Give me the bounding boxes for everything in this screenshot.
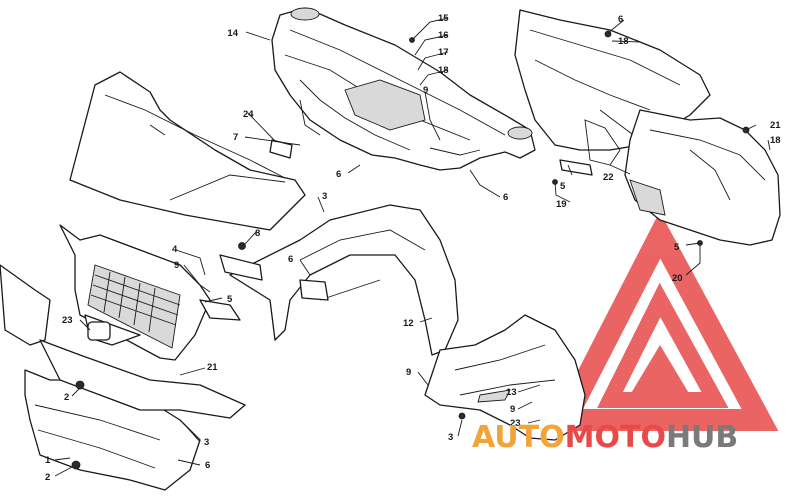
callout-2-lower: 2 bbox=[45, 472, 50, 483]
callout-11: 13 bbox=[506, 387, 517, 398]
callout-8: 8 bbox=[255, 228, 260, 239]
callout-10: 12 bbox=[403, 318, 414, 329]
callout-3-right: 3 bbox=[448, 432, 453, 443]
callout-labels: 14 15 16 17 18 9 6 18 21 18 5 19 22 5 20… bbox=[45, 13, 781, 483]
callout-9-grille: 9 bbox=[174, 260, 179, 271]
callout-2-upper: 2 bbox=[64, 392, 69, 403]
callout-15: 17 bbox=[438, 47, 449, 58]
callout-22: 22 bbox=[603, 172, 614, 183]
part-bumper-corner-right bbox=[424, 314, 586, 441]
callout-18-low: 20 bbox=[672, 273, 683, 284]
part-side-panel-left bbox=[229, 204, 459, 356]
callout-18-mid: 19 bbox=[556, 199, 567, 210]
emblem-20 bbox=[87, 321, 111, 341]
part-bumper-lower bbox=[0, 264, 246, 491]
callout-19: 21 bbox=[770, 120, 781, 131]
callout-12: 14 bbox=[227, 28, 238, 39]
watermark-moto: MOTO bbox=[565, 420, 666, 455]
callout-6-mid-a: 6 bbox=[336, 169, 341, 180]
leader-lines bbox=[54, 17, 771, 477]
part-front-fascia-upper bbox=[271, 7, 536, 171]
part-brackets bbox=[199, 139, 593, 321]
callout-5-right: 5 bbox=[674, 242, 680, 253]
part-hood bbox=[69, 71, 306, 231]
callout-3-lower: 3 bbox=[204, 437, 209, 448]
callout-5-left: 5 bbox=[227, 294, 233, 305]
callout-13: 15 bbox=[438, 13, 449, 24]
watermark-logo bbox=[546, 211, 779, 431]
callout-6-left: 6 bbox=[288, 254, 293, 265]
part-fender-right bbox=[584, 109, 781, 246]
callout-3-top: 3 bbox=[322, 191, 327, 202]
watermark-auto: AUTO bbox=[472, 420, 565, 455]
callout-6-mid-b: 6 bbox=[503, 192, 508, 203]
svg-text:AUTOMOTOHUB: AUTOMOTOHUB bbox=[472, 420, 738, 455]
logo-center-triangle bbox=[630, 345, 690, 395]
callout-21-visible: 21 bbox=[207, 362, 218, 373]
callout-7: 7 bbox=[233, 132, 238, 143]
callout-1: 1 bbox=[45, 455, 51, 466]
callout-23-visible: 23 bbox=[510, 418, 521, 429]
callout-6-top-right: 6 bbox=[618, 14, 623, 25]
watermark-hub: HUB bbox=[666, 420, 738, 455]
callout-18-right: 18 bbox=[770, 135, 781, 146]
callout-24: 24 bbox=[243, 109, 254, 120]
callout-5-mid: 5 bbox=[560, 181, 566, 192]
callout-9-top: 9 bbox=[423, 85, 428, 96]
callout-6-lower: 6 bbox=[205, 460, 210, 471]
callout-16: 18 bbox=[438, 65, 449, 76]
callout-14: 16 bbox=[438, 30, 449, 41]
part-grille bbox=[59, 224, 211, 361]
callout-17: 18 bbox=[618, 36, 629, 47]
callout-4: 4 bbox=[172, 244, 178, 255]
callout-9-lower: 9 bbox=[406, 367, 411, 378]
callout-20: 23 bbox=[62, 315, 73, 326]
logo-inner-triangle bbox=[597, 282, 729, 408]
callout-9-right: 9 bbox=[510, 404, 515, 415]
watermark-text: AUTOMOTOHUB bbox=[472, 420, 738, 455]
logo-outer-triangle bbox=[546, 211, 779, 431]
